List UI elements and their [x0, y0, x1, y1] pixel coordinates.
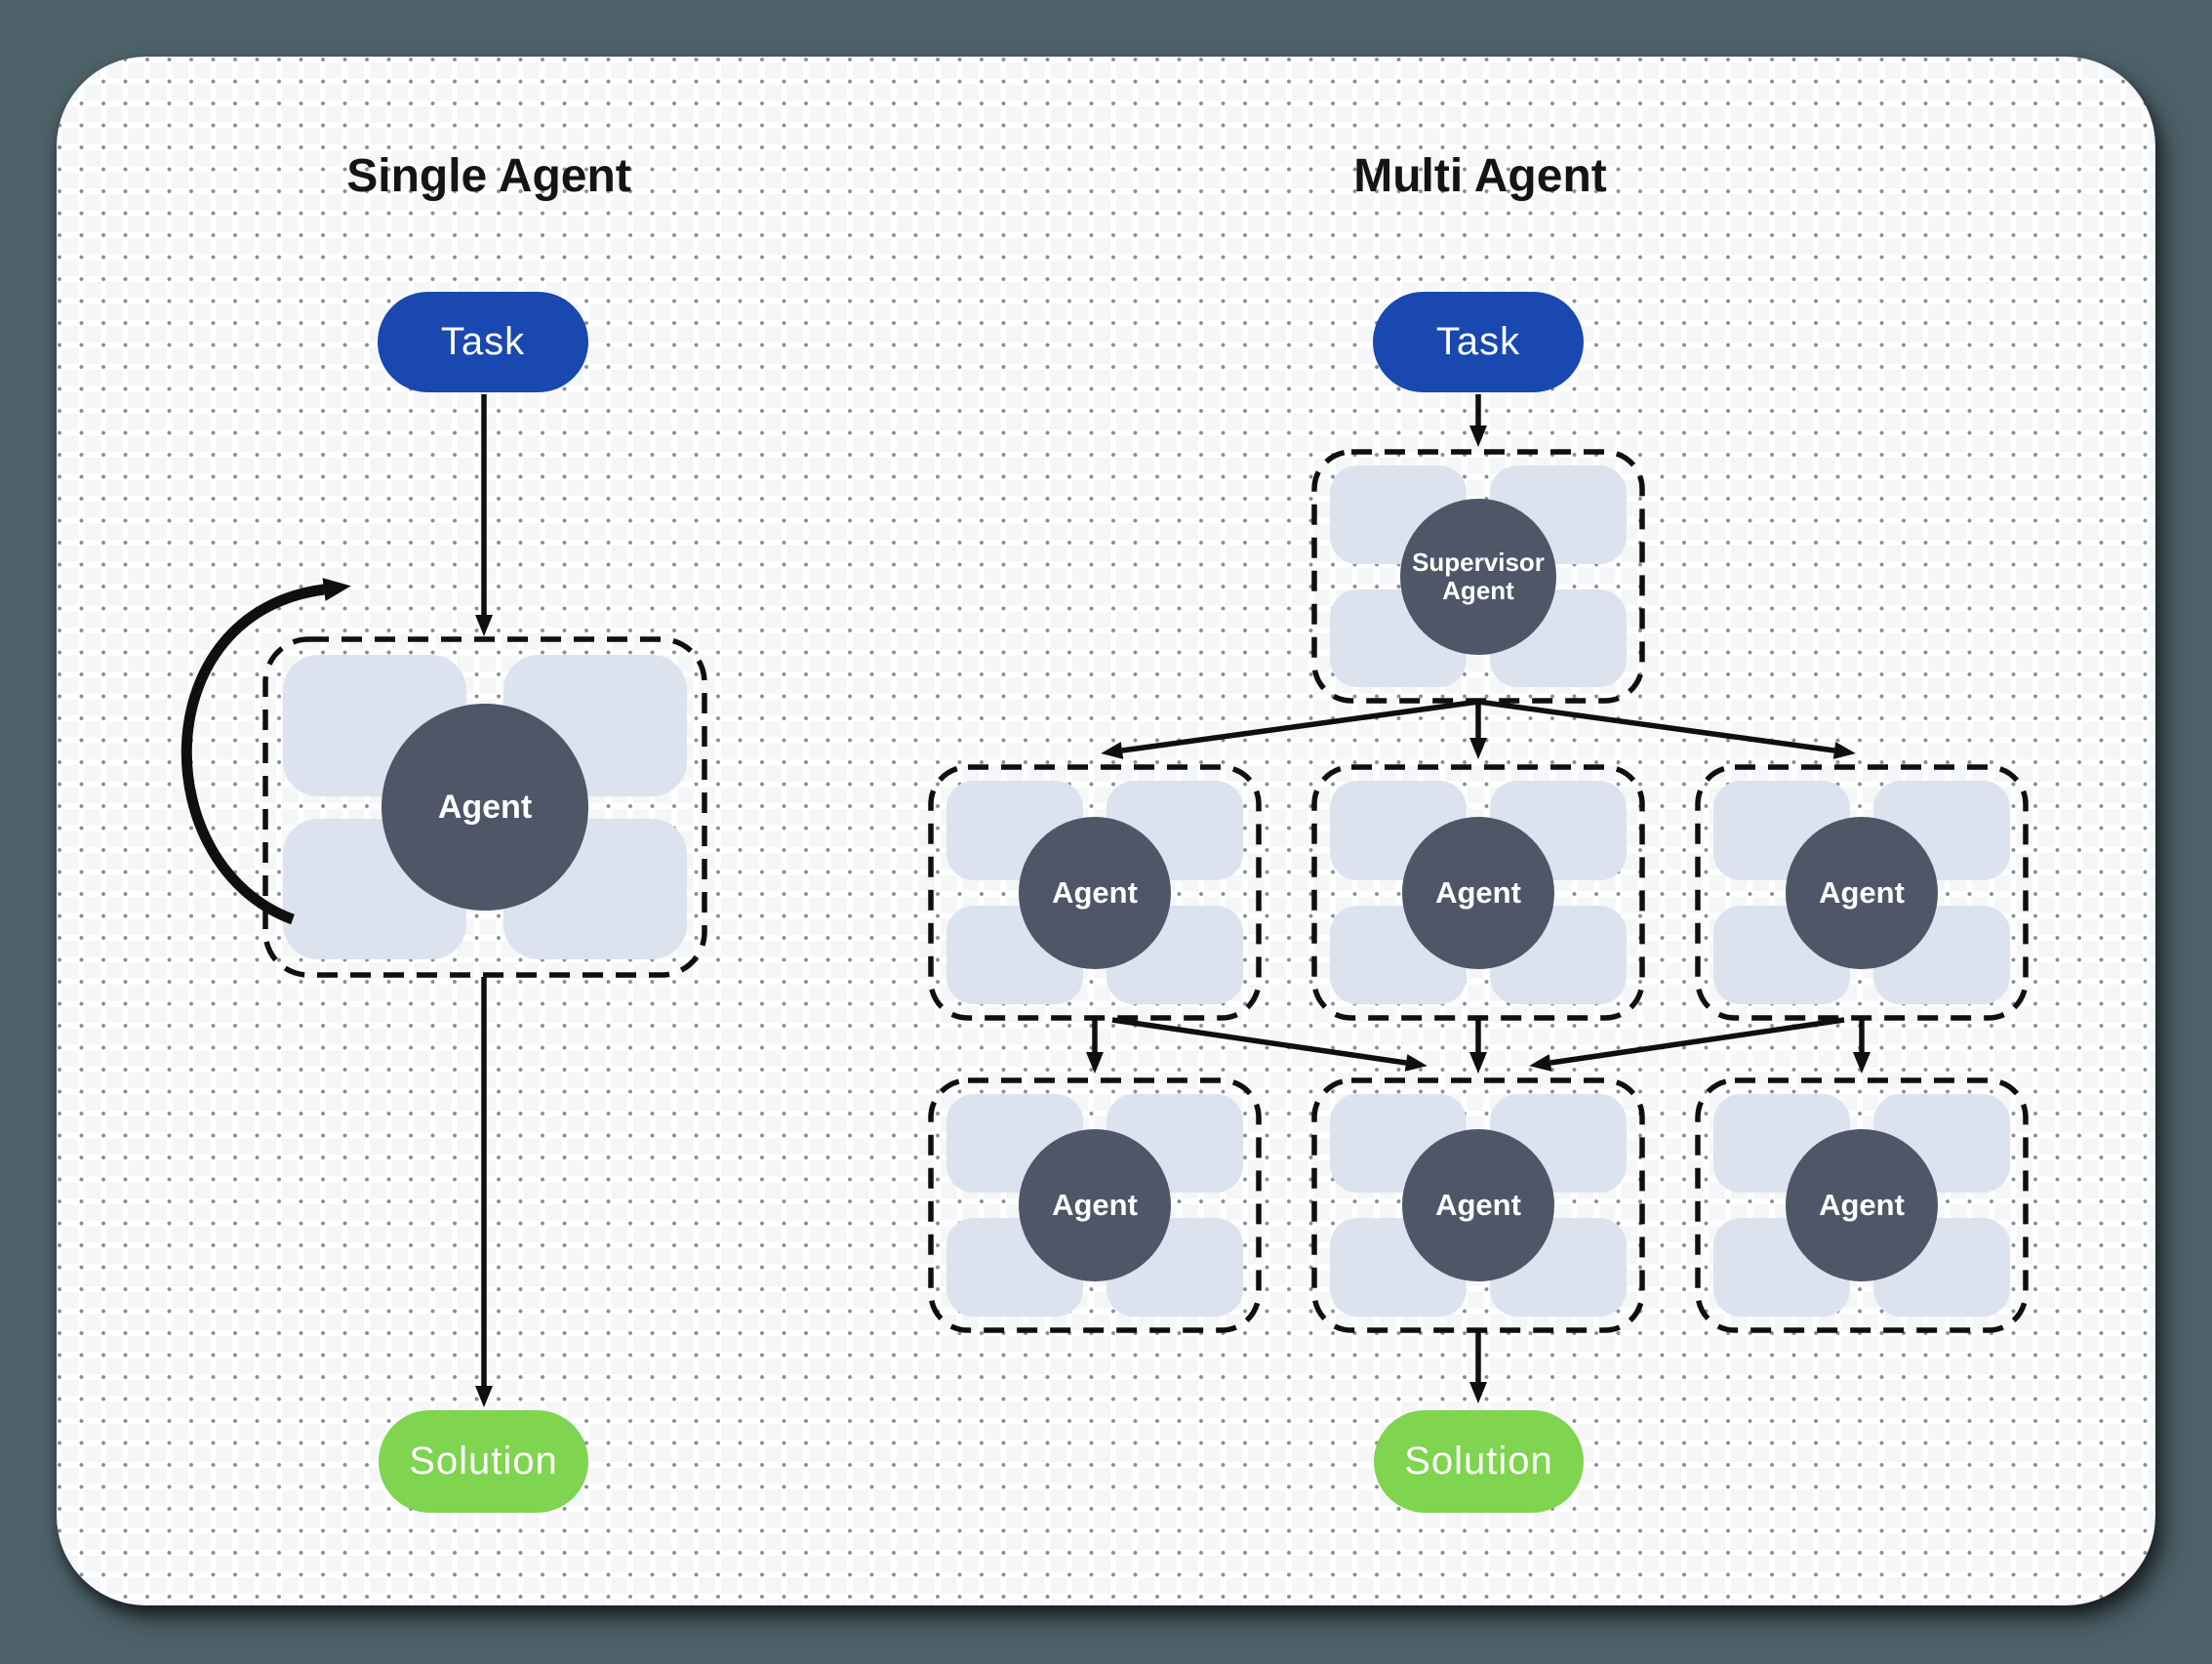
worker-agent-box-r2c2: Agent — [1314, 1080, 1642, 1330]
worker-agent-label: Agent — [1435, 1188, 1521, 1223]
worker-agent-circle: Agent — [1786, 816, 1938, 969]
worker-agent-label: Agent — [1435, 874, 1521, 910]
single-solution-node: Solution — [379, 1410, 588, 1513]
single-agent-title: Single Agent — [346, 150, 631, 202]
single-task-label: Task — [440, 320, 526, 363]
single-agent-label: Agent — [437, 788, 533, 826]
worker-agent-box-r1c3: Agent — [1698, 767, 2026, 1018]
worker-agent-box-r1c1: Agent — [931, 767, 1259, 1018]
supervisor-label-line2: Agent — [1442, 575, 1514, 605]
single-solution-label: Solution — [409, 1440, 558, 1482]
worker-agent-box-r2c1: Agent — [931, 1080, 1259, 1330]
worker-agent-circle: Agent — [1019, 816, 1171, 969]
single-agent-box: Agent — [265, 639, 704, 975]
worker-agent-box-r1c2: Agent — [1314, 767, 1642, 1018]
worker-agent-label: Agent — [1052, 1188, 1138, 1223]
worker-agent-label: Agent — [1819, 1188, 1905, 1223]
single-agent-circle: Agent — [382, 704, 588, 911]
worker-agent-label: Agent — [1052, 874, 1138, 910]
multi-agent-title: Multi Agent — [1353, 150, 1607, 202]
multi-task-label: Task — [1435, 320, 1521, 363]
multi-solution-label: Solution — [1404, 1440, 1553, 1482]
supervisor-agent-circle: Supervisor Agent — [1400, 498, 1556, 655]
worker-agent-box-r2c3: Agent — [1698, 1080, 2026, 1330]
worker-agent-label: Agent — [1819, 874, 1905, 910]
supervisor-label-line1: Supervisor — [1412, 548, 1545, 578]
multi-task-node: Task — [1373, 292, 1584, 392]
supervisor-agent-box: Supervisor Agent — [1314, 452, 1642, 701]
multi-solution-node: Solution — [1374, 1410, 1584, 1513]
worker-agent-circle: Agent — [1402, 1129, 1554, 1281]
single-task-node: Task — [378, 292, 588, 392]
worker-agent-circle: Agent — [1786, 1129, 1938, 1281]
worker-agent-circle: Agent — [1019, 1129, 1171, 1281]
worker-agent-circle: Agent — [1402, 816, 1554, 969]
